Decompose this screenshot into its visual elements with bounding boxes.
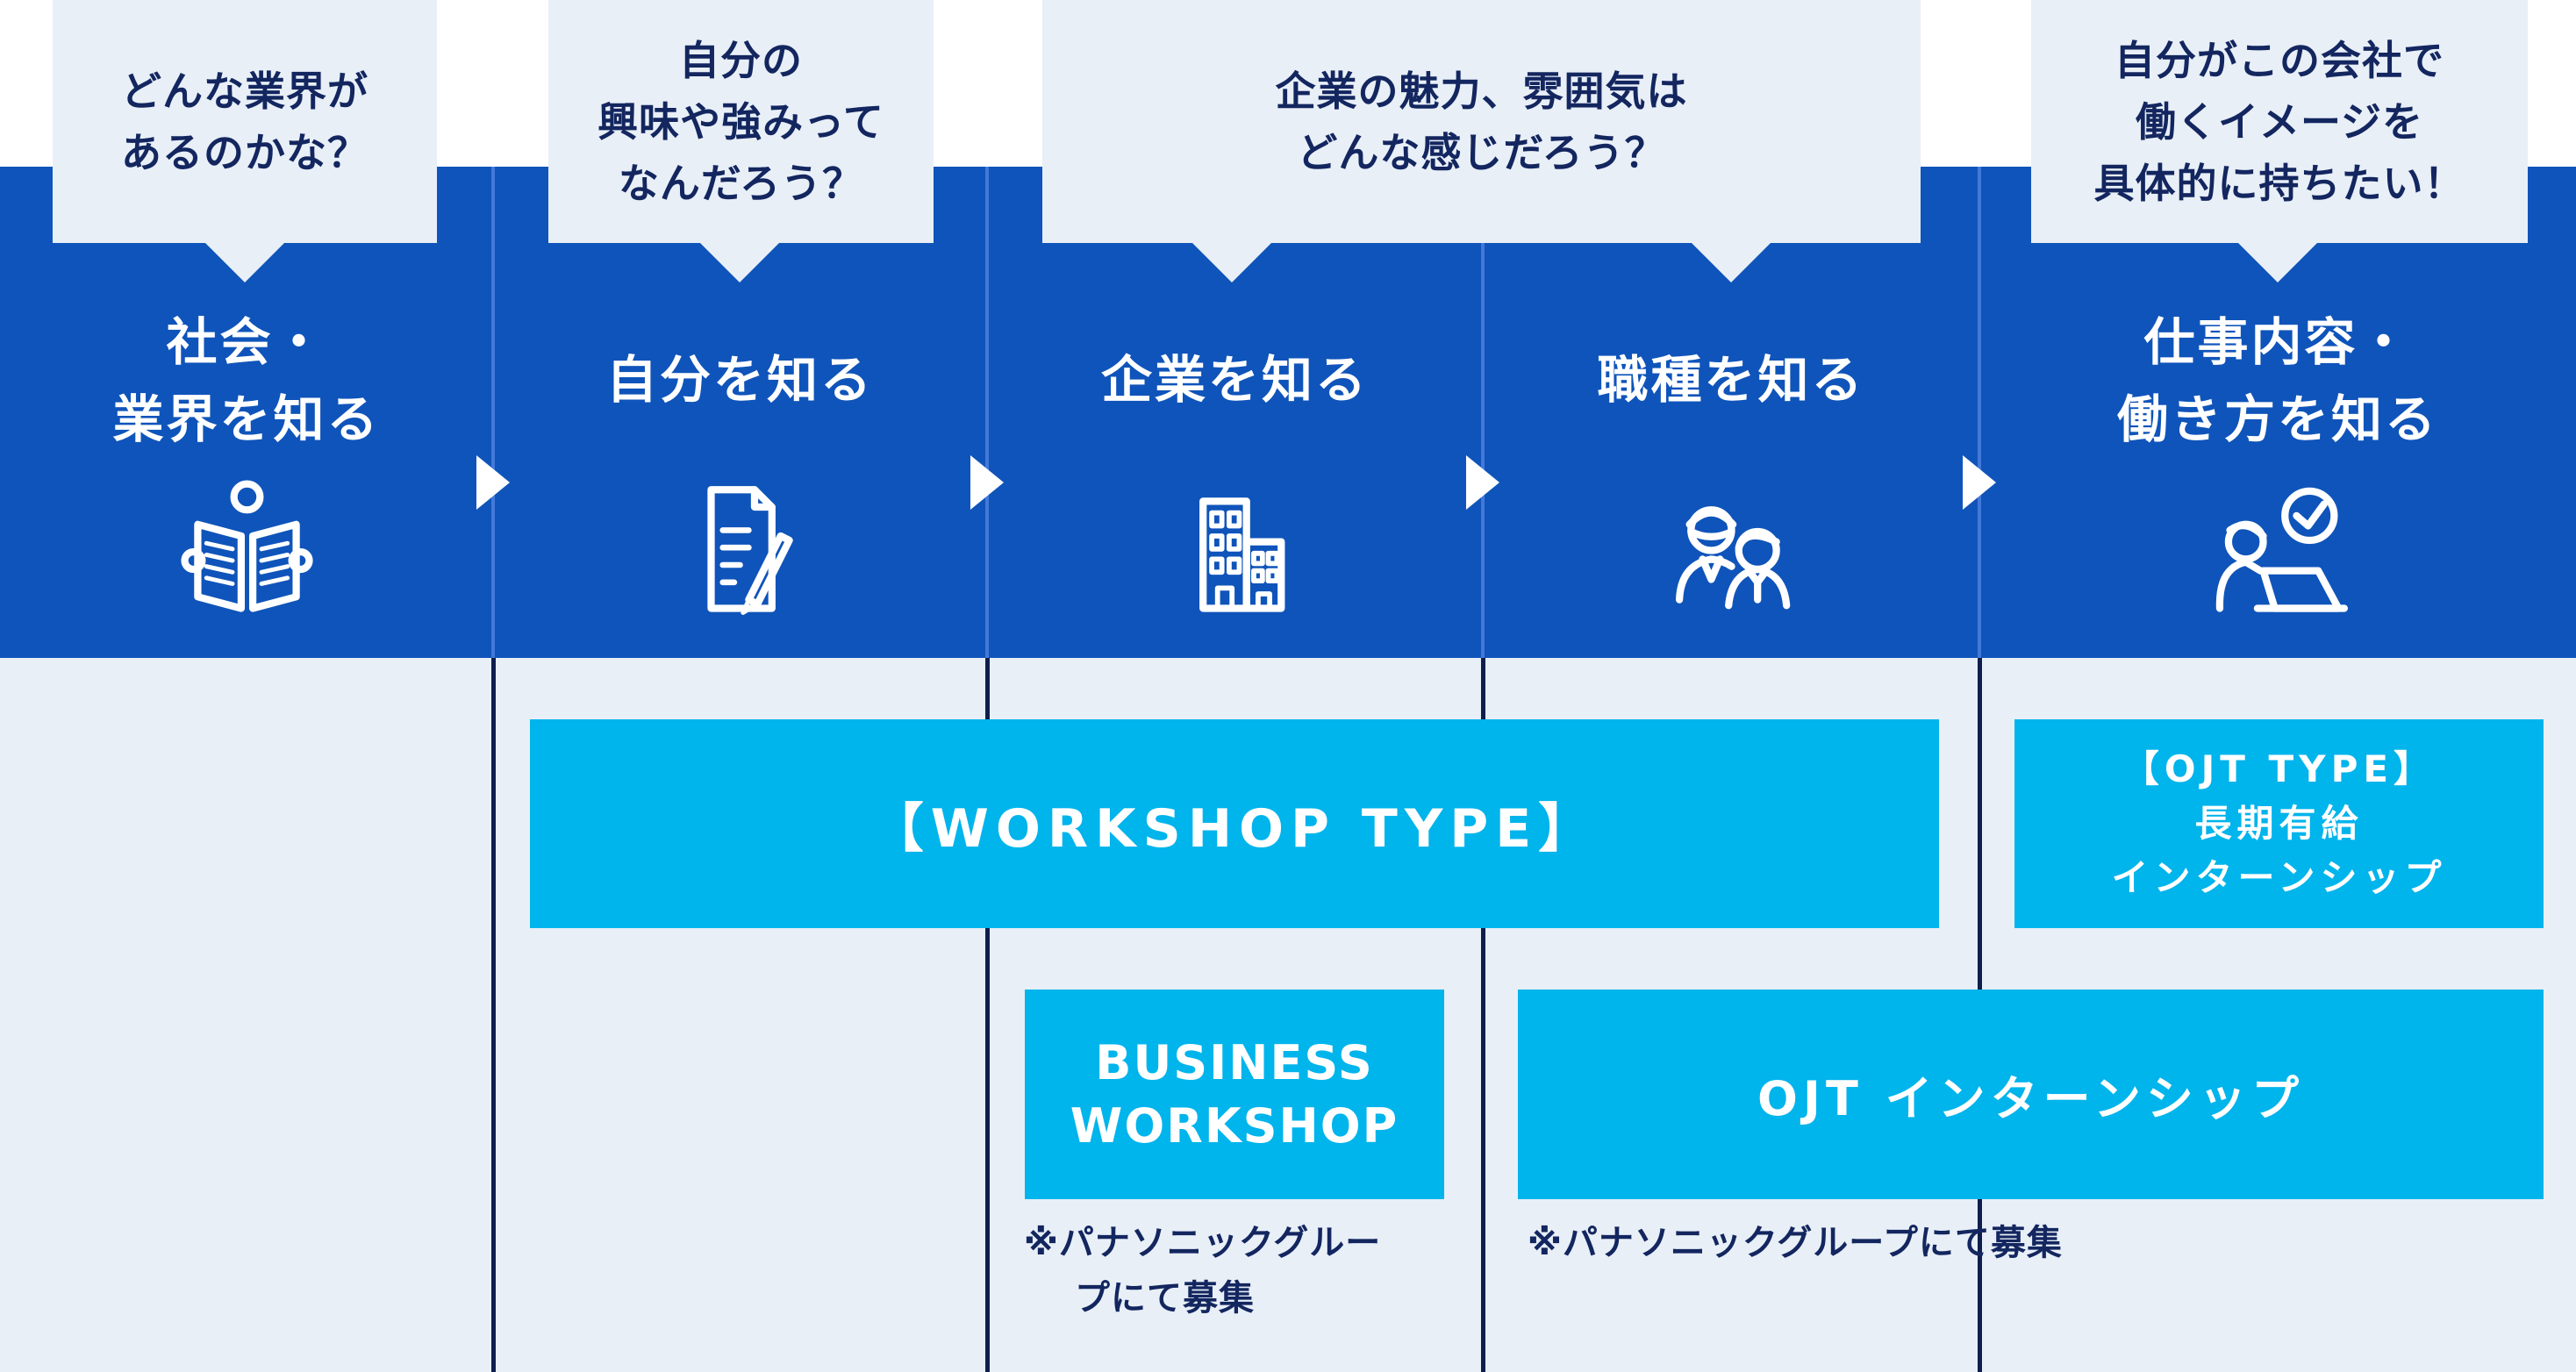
speech-bubble-industry: どんな業界が あるのかな？: [53, 0, 437, 243]
ojt-type-box: 【OJT TYPE】 長期有給 インターンシップ: [2014, 719, 2544, 928]
divider-lower-2: [985, 658, 990, 1372]
ojt-internship-label: OJT インターンシップ: [1757, 1071, 2304, 1126]
speech-bubble-self-text: 自分の 興味や強みって なんだろう？: [597, 36, 884, 207]
document-pencil-icon: [668, 478, 812, 626]
stage-title-company: 企業を知る: [1100, 350, 1369, 410]
speech-bubble-company: 企業の魅力、雰囲気は どんな感じだろう？: [1042, 0, 1921, 243]
buildings-icon: [1163, 478, 1307, 626]
speech-bubble-company-tail-right: [1691, 242, 1771, 282]
speech-bubble-workstyle-text: 自分がこの会社で 働くイメージを 具体的に持ちたい！: [2093, 36, 2465, 207]
business-workshop-box: BUSINESS WORKSHOP: [1025, 990, 1444, 1199]
flow-arrow-3-icon: [1466, 455, 1499, 510]
speech-bubble-workstyle-tail: [2237, 242, 2318, 282]
workshop-type-bar: 【WORKSHOP TYPE】: [530, 719, 1939, 928]
stage-title-workstyle: 仕事内容・ 働き方を知る: [2116, 312, 2438, 449]
divider-band-4: [1978, 167, 1981, 658]
speech-bubble-company-text: 企業の魅力、雰囲気は どんな感じだろう？: [1275, 67, 1688, 176]
flow-arrow-1-icon: [476, 455, 510, 510]
stage-band: [0, 167, 2576, 658]
divider-lower-1: [491, 658, 496, 1372]
divider-band-3: [1481, 167, 1485, 658]
flow-arrow-2-icon: [970, 455, 1004, 510]
divider-band-2: [985, 167, 989, 658]
stage-title-self: 自分を知る: [605, 350, 874, 410]
divider-lower-3: [1481, 658, 1485, 1372]
workshop-type-label: 【WORKSHOP TYPE】: [870, 797, 1599, 860]
stage-title-job-type: 職種を知る: [1597, 350, 1865, 410]
speech-bubble-company-tail-left: [1191, 242, 1272, 282]
note-business-workshop: ※パナソニックグルー プにて募集: [1024, 1223, 1382, 1318]
divider-band-1: [491, 167, 495, 658]
flow-arrow-4-icon: [1963, 455, 1996, 510]
ojt-internship-bar: OJT インターンシップ: [1518, 990, 2544, 1199]
speech-bubble-self: 自分の 興味や強みって なんだろう？: [548, 0, 934, 243]
speech-bubble-workstyle: 自分がこの会社で 働くイメージを 具体的に持ちたい！: [2031, 0, 2528, 243]
speech-bubble-self-tail: [699, 242, 780, 282]
newspaper-reader-icon: [175, 478, 319, 626]
speech-bubble-industry-tail: [204, 242, 285, 282]
speech-bubble-industry-text: どんな業界が あるのかな？: [121, 67, 369, 176]
note-ojt-internship: ※パナソニックグループにて募集: [1528, 1223, 2063, 1263]
person-laptop-clock-icon: [2190, 478, 2365, 626]
stage-title-society-industry: 社会・ 業界を知る: [112, 312, 381, 449]
two-workers-icon: [1659, 478, 1804, 626]
